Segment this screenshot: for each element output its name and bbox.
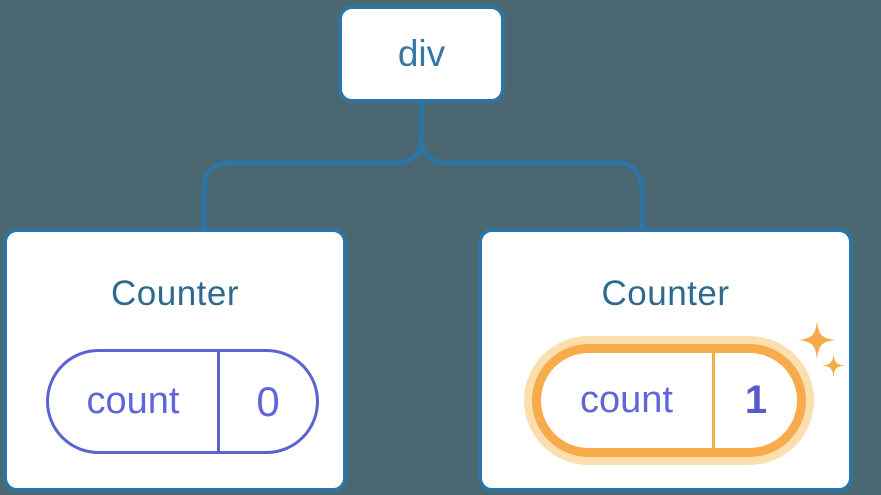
state-value: 0 [256, 377, 280, 425]
state-pill: count 0 [46, 349, 319, 454]
counter-component-card-right: Counter count 1 [478, 228, 853, 492]
connector-right-branch [419, 98, 645, 230]
state-key-label: count [541, 353, 715, 448]
state-key-label: count [49, 352, 220, 451]
root-node-div: div [338, 5, 505, 103]
component-title: Counter [601, 274, 730, 313]
state-value-updated: 1 [744, 378, 768, 422]
connector-left-branch [201, 98, 424, 230]
root-node-label: div [397, 33, 446, 74]
state-pill-highlighted: count 1 [532, 344, 806, 457]
component-title: Counter [110, 274, 240, 313]
counter-component-card-left: Counter count 0 [3, 228, 347, 492]
